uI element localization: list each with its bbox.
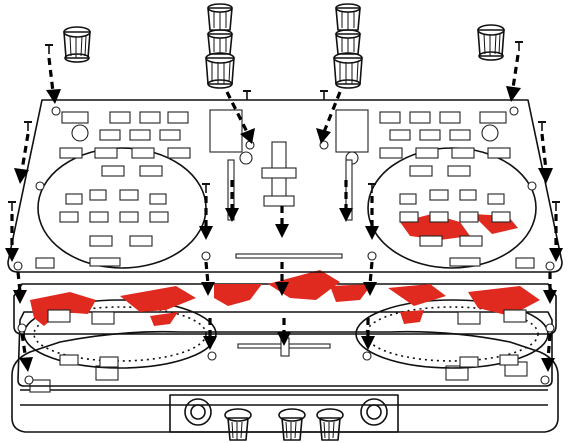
arrow bbox=[5, 214, 19, 262]
front-connectors bbox=[184, 398, 388, 441]
knob-stack-left bbox=[205, 3, 235, 89]
mixer-section bbox=[201, 109, 377, 261]
arrow bbox=[361, 318, 375, 350]
top-button-row bbox=[59, 111, 511, 177]
arrow bbox=[275, 206, 289, 238]
arrow bbox=[203, 318, 217, 350]
screw bbox=[368, 183, 376, 193]
screw bbox=[8, 201, 16, 211]
screw bbox=[24, 121, 32, 131]
arrow bbox=[506, 54, 521, 102]
screw bbox=[552, 201, 560, 211]
arrow bbox=[365, 196, 379, 240]
arrow bbox=[46, 57, 61, 104]
jack-right bbox=[360, 398, 388, 426]
arrow bbox=[225, 180, 239, 222]
arrow bbox=[19, 333, 33, 372]
arrow bbox=[277, 318, 291, 346]
arrow bbox=[14, 133, 30, 184]
front-knob-1 bbox=[224, 408, 252, 441]
screw bbox=[515, 41, 523, 51]
arrow bbox=[339, 180, 353, 222]
arrow bbox=[201, 261, 215, 296]
arrow bbox=[316, 91, 342, 144]
arrow bbox=[199, 196, 213, 240]
screw bbox=[538, 121, 546, 131]
arrow bbox=[538, 133, 553, 184]
arrow bbox=[13, 271, 27, 304]
screw bbox=[202, 183, 210, 193]
knob-far-left bbox=[63, 26, 91, 63]
knob-stack-right bbox=[333, 3, 363, 89]
arrow bbox=[363, 261, 377, 296]
screw bbox=[243, 90, 251, 100]
screw bbox=[320, 90, 328, 100]
arrow bbox=[275, 262, 289, 296]
top-faceplate bbox=[7, 99, 563, 273]
front-knob-3 bbox=[316, 408, 344, 441]
knob-far-right bbox=[477, 24, 505, 61]
arrow bbox=[543, 272, 557, 304]
arrow bbox=[225, 91, 255, 144]
jack-left bbox=[184, 398, 212, 426]
arrow bbox=[541, 333, 555, 372]
screw bbox=[45, 44, 53, 54]
screws bbox=[8, 41, 560, 211]
top-knobs bbox=[63, 3, 505, 89]
jog-area-buttons bbox=[35, 189, 535, 269]
arrow bbox=[549, 214, 563, 262]
assembly-arrows bbox=[5, 54, 563, 372]
front-knob-2 bbox=[278, 408, 306, 441]
decor-graphic-sheet bbox=[13, 270, 557, 335]
